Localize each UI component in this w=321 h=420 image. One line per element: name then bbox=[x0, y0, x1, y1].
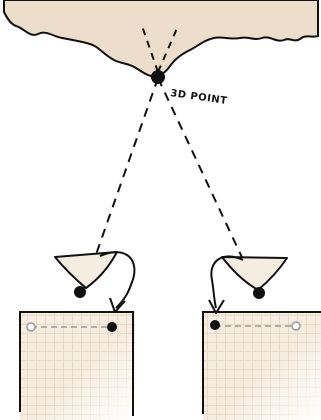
right-image-plane bbox=[202, 311, 321, 420]
3d-point-label: 3D POINT bbox=[170, 88, 228, 107]
ray-right-camera bbox=[157, 77, 255, 284]
3d-point bbox=[151, 70, 165, 84]
ray-left-camera bbox=[85, 77, 159, 284]
surface-blob bbox=[3, 0, 319, 78]
ray-extension-right bbox=[157, 25, 179, 73]
left-curved-arrow bbox=[99, 251, 136, 313]
ray-extension-left bbox=[141, 25, 159, 73]
left-image-point bbox=[107, 322, 117, 332]
right-hollow-point bbox=[291, 321, 301, 331]
right-curved-arrow bbox=[208, 255, 244, 314]
left-image-plane bbox=[19, 311, 135, 420]
left-camera-icon bbox=[54, 251, 118, 298]
right-camera-icon bbox=[221, 256, 288, 299]
right-image-point bbox=[210, 320, 220, 330]
left-hollow-point bbox=[26, 322, 36, 332]
